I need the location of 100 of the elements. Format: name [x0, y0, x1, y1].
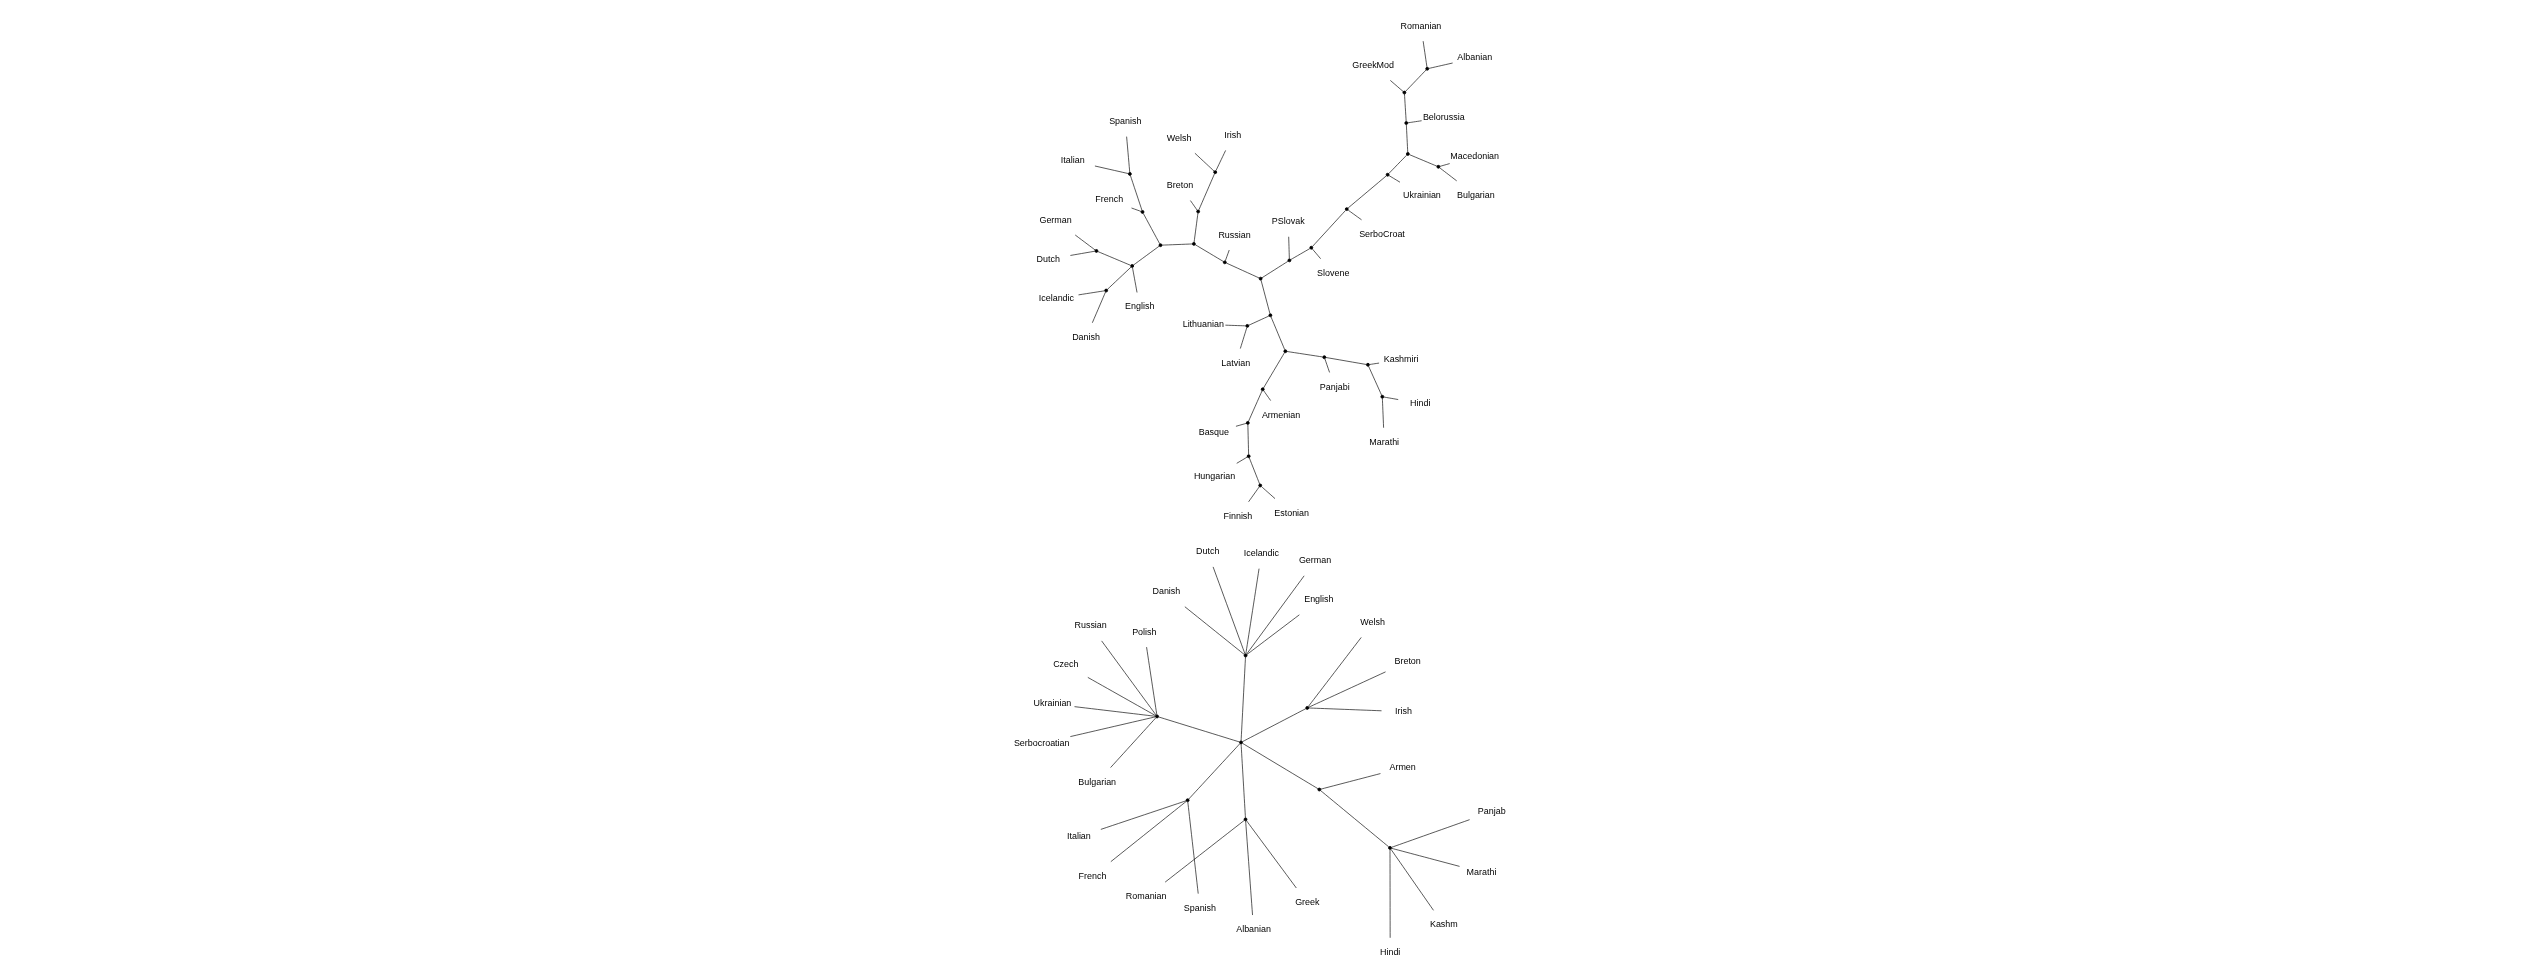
node-text: Finnish [1223, 511, 1253, 522]
connector [1132, 267, 1138, 293]
node-point [1185, 798, 1190, 803]
connector [1110, 717, 1157, 768]
node-text: Czech [1053, 659, 1079, 670]
connector [1240, 327, 1248, 349]
node-point [1243, 653, 1248, 658]
node-text: Hindi [1410, 397, 1431, 408]
node-point [1158, 243, 1163, 248]
connector [1198, 173, 1215, 211]
connector [1164, 820, 1245, 883]
connector [1247, 424, 1249, 455]
node-text: Armenian [1261, 409, 1301, 420]
node-point [1380, 394, 1385, 399]
connector [1320, 773, 1381, 790]
node-text: Lithuanian [1182, 318, 1224, 329]
node-text: Irish [1395, 705, 1412, 716]
connector [1097, 251, 1131, 266]
connector [1126, 136, 1131, 173]
connector [1288, 236, 1290, 260]
node-text: Breton [1394, 655, 1421, 666]
node-point [1104, 288, 1109, 293]
node-point [1317, 787, 1322, 792]
connector [1391, 819, 1470, 848]
node-text: Slovene [1317, 267, 1350, 278]
node-point [1258, 276, 1263, 281]
node-text: Spanish [1109, 116, 1142, 127]
node-text: Dutch [1196, 546, 1220, 557]
connector [1406, 124, 1409, 153]
connector [1263, 352, 1285, 389]
node-text: Marathi [1369, 436, 1400, 447]
node-text: Icelandic [1243, 548, 1280, 559]
connector [1225, 324, 1247, 327]
node-text: GreekMod [1352, 59, 1395, 70]
node-text: French [1095, 194, 1124, 205]
node-point [1405, 152, 1410, 156]
connector [1246, 614, 1300, 655]
connector [1248, 457, 1260, 485]
node-point [1140, 210, 1145, 214]
node-text: Italian [1060, 155, 1085, 166]
connector [1409, 154, 1438, 167]
connector [1142, 213, 1161, 245]
node-text: Latvian [1221, 357, 1251, 368]
node-text: Belorussia [1422, 111, 1465, 122]
connector [1388, 154, 1407, 174]
connector [1439, 163, 1450, 167]
connector [1439, 167, 1457, 182]
connector [1312, 248, 1321, 260]
connector [1407, 120, 1422, 124]
connector [1308, 707, 1382, 712]
node-point [1385, 172, 1390, 177]
node-text: Basque [1198, 426, 1229, 437]
node-point [1404, 121, 1409, 125]
node-point [1094, 249, 1099, 253]
node-text: Serbocroatian [1013, 737, 1070, 748]
node-point [1239, 740, 1243, 745]
node-point [1243, 817, 1248, 822]
connector [1240, 743, 1246, 819]
node-point [1196, 209, 1200, 214]
node-text: Albanian [1236, 924, 1271, 934]
node-text: Bulgarian [1457, 189, 1495, 200]
connector [1389, 849, 1391, 939]
node-text: Hindi [1380, 946, 1401, 957]
connector [1110, 801, 1187, 862]
connector [1246, 575, 1305, 655]
node-text: Welsh [1360, 616, 1385, 627]
connector [1290, 248, 1311, 260]
connector [1270, 316, 1286, 350]
connector [1100, 800, 1187, 830]
connector [1193, 212, 1199, 243]
connector [1240, 656, 1246, 742]
connector [1130, 175, 1143, 211]
connector [1158, 716, 1240, 743]
connector [1074, 706, 1156, 717]
connector [1235, 423, 1247, 427]
connector [1286, 351, 1323, 358]
connector [1187, 801, 1199, 894]
connector [1388, 175, 1401, 183]
connector [1261, 486, 1276, 499]
node-text: Dutch [1036, 253, 1060, 264]
node-point [1155, 714, 1159, 719]
node-point [1436, 164, 1441, 169]
connector [1248, 486, 1260, 503]
node-point [1222, 260, 1227, 265]
connector [1215, 150, 1226, 171]
connector [1390, 80, 1404, 92]
node-point [1344, 207, 1349, 211]
connector [1428, 62, 1453, 69]
node-text: Welsh [1166, 132, 1192, 143]
connector [1312, 210, 1346, 247]
node-text: Panjab [1477, 806, 1506, 817]
node-text: SerboCroat [1359, 228, 1405, 239]
node-point [1322, 355, 1327, 360]
node-point [1366, 362, 1370, 367]
connector [1087, 677, 1157, 717]
connector [1146, 646, 1158, 716]
connector [1324, 358, 1330, 373]
node-text: Kashmiri [1383, 353, 1419, 364]
connector [1184, 606, 1245, 655]
connector [1161, 243, 1193, 246]
